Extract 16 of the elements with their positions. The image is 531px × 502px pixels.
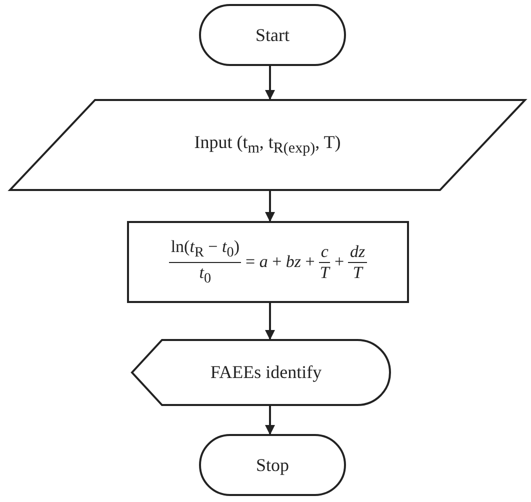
terminal-label: Stop xyxy=(256,454,289,476)
arrow xyxy=(265,190,275,222)
formula-text: + xyxy=(334,252,344,272)
formula-denominator: t$_{0}$ xyxy=(199,262,212,287)
formula-numerator: c xyxy=(318,242,330,262)
formula-numerator: dz xyxy=(348,242,368,262)
arrow xyxy=(265,302,275,340)
formula-numerator: ln(t$_{R}$ − t$_{0}$) xyxy=(168,237,242,262)
terminal-label: Start xyxy=(256,24,290,46)
formula-denominator: T xyxy=(352,262,362,282)
step-label: Input (t$_{m}$, t$_{R(exp)}$, T) xyxy=(194,132,341,158)
formula-text: = a + bz + xyxy=(245,252,315,272)
formula-denominator: T xyxy=(320,262,330,282)
arrow xyxy=(265,405,275,435)
step-label: FAEEs identify xyxy=(210,362,322,383)
arrow xyxy=(265,65,275,100)
